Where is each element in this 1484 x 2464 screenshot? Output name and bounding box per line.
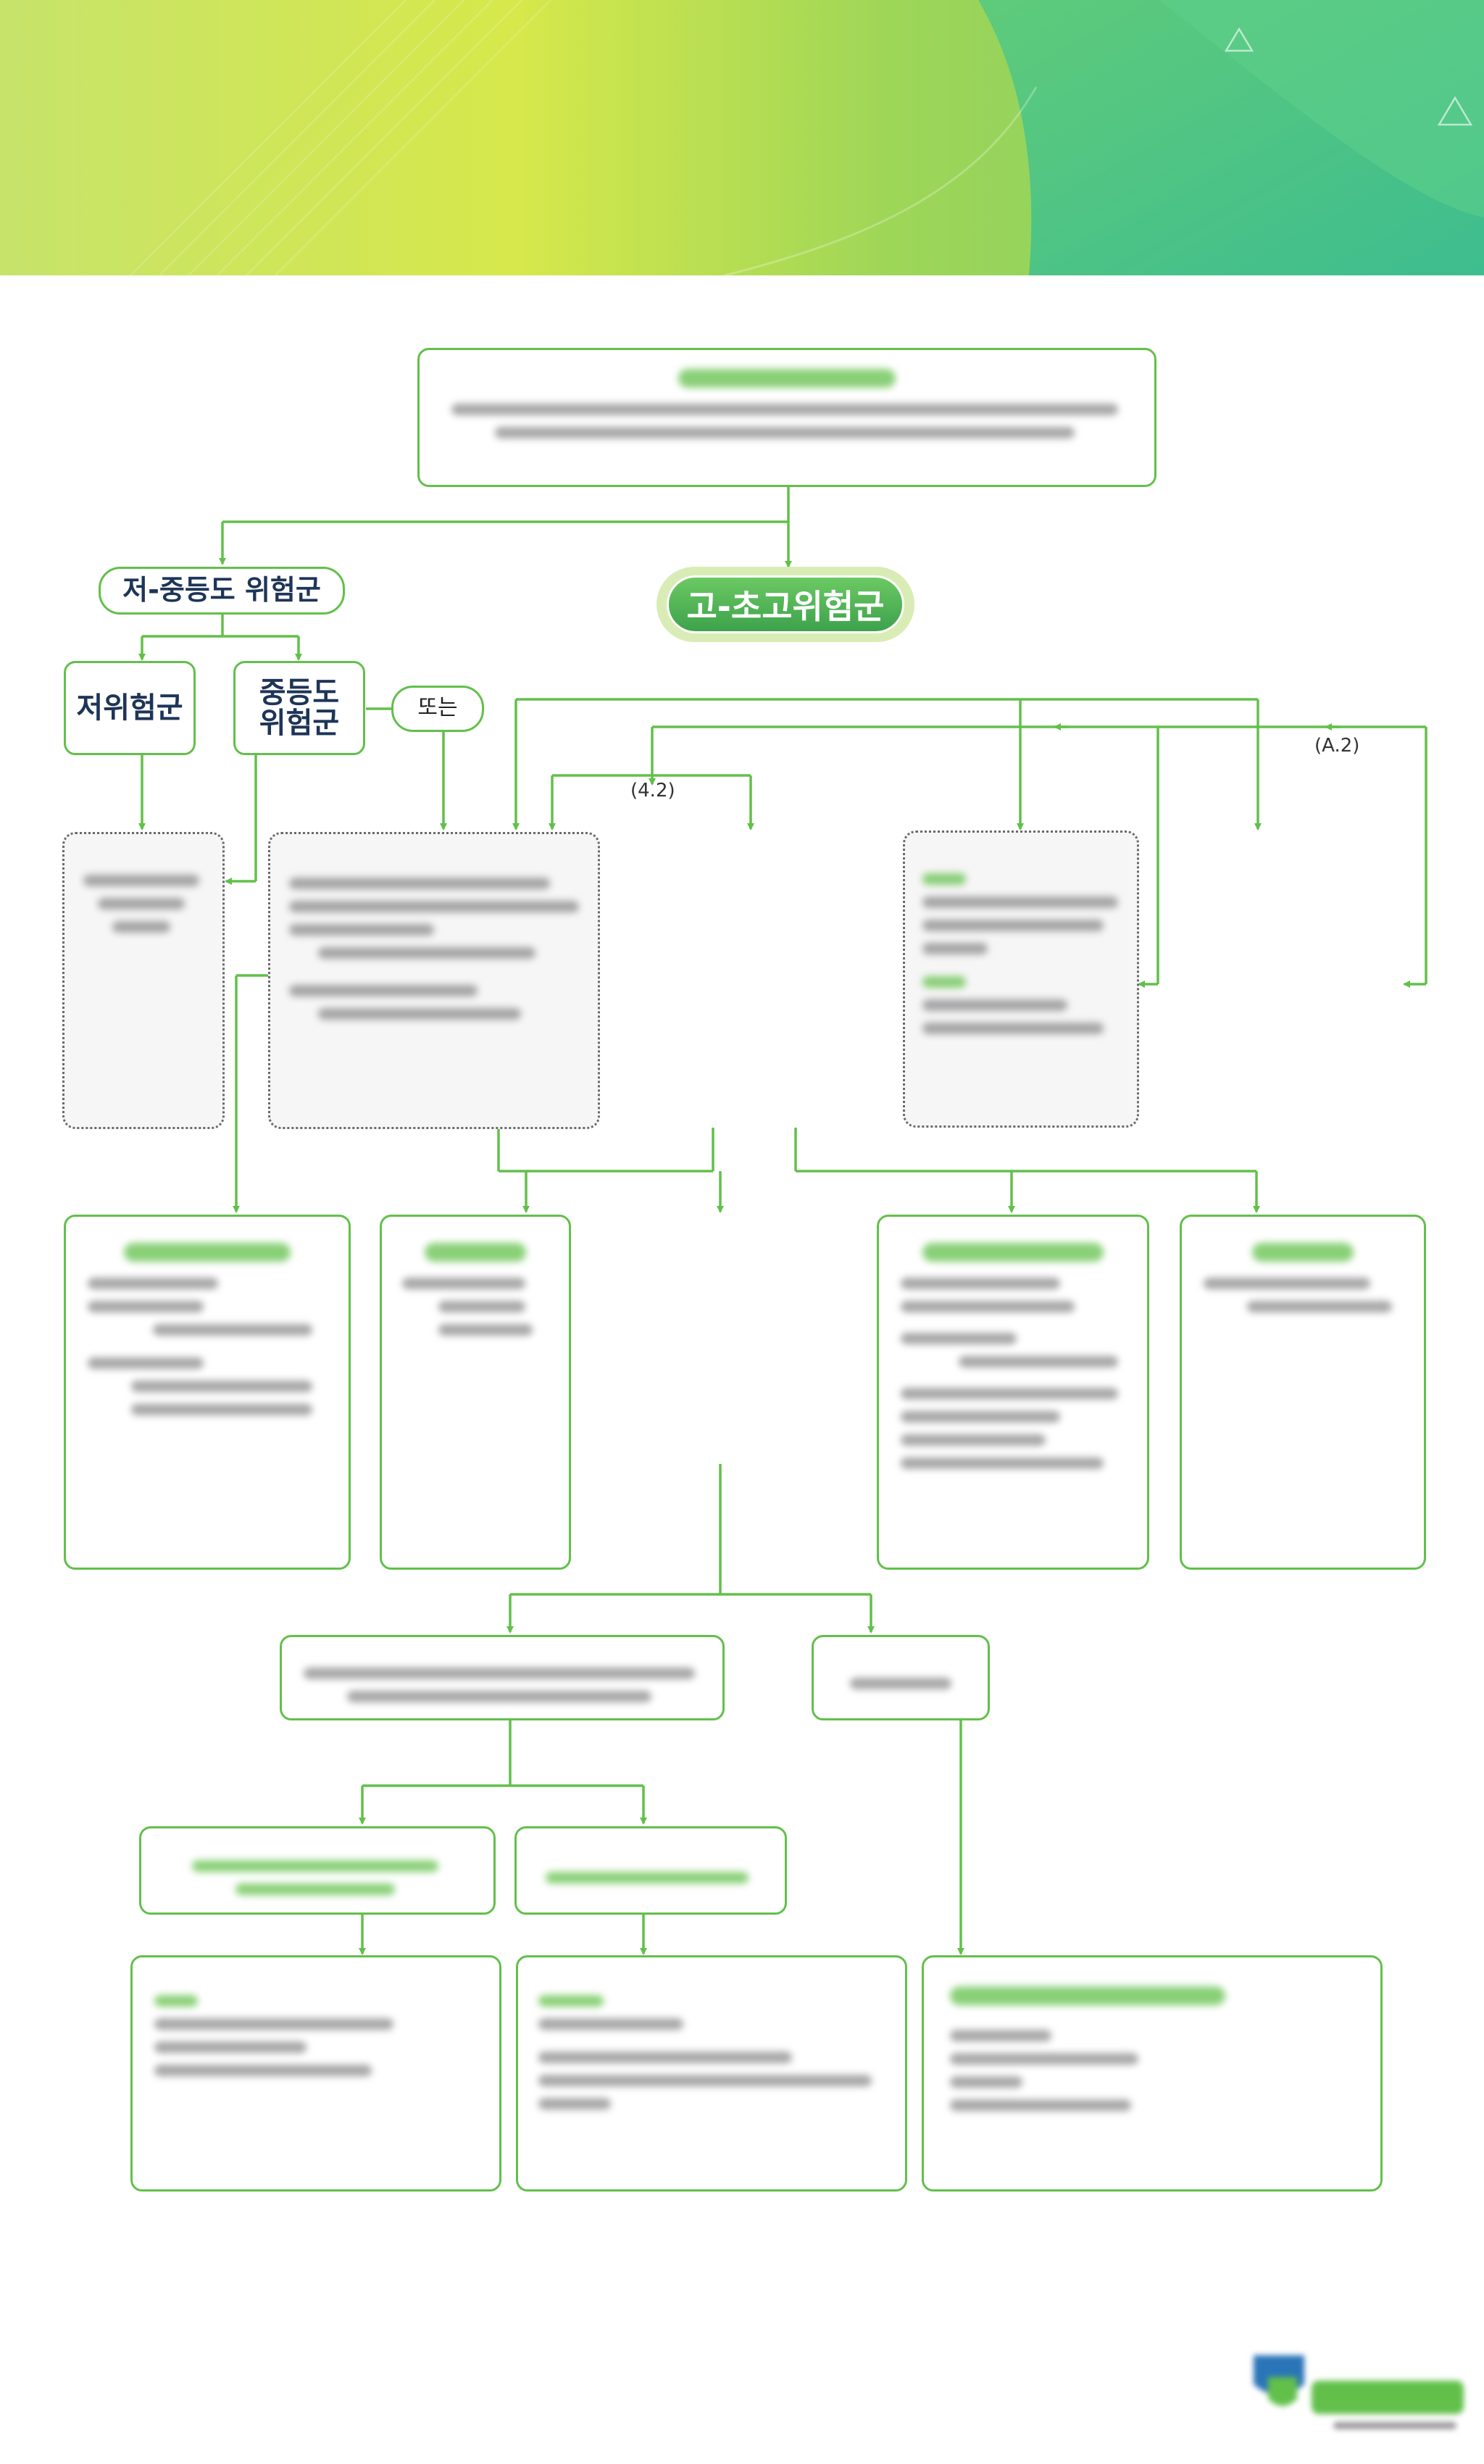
high-risk-detail-box [903,831,1139,1128]
bottom-box-2 [516,1955,907,2192]
mid-row-box-2 [380,1215,571,1570]
brand-logo [1254,2355,1464,2429]
top-criteria-box [417,348,1156,487]
low-risk-label: 저위험군 [64,661,196,755]
lower-box-4 [514,1826,787,1915]
high-risk-label: 고-초고위험군 [656,567,914,642]
mid-risk-line1: 중등도 [259,676,340,709]
mid-row-box-3 [877,1215,1149,1570]
low-mid-risk-label: 저-중등도 위험군 [99,567,345,615]
bottom-box-1 [130,1955,501,2192]
mid-risk-line2: 위험군 [259,707,340,740]
mid-row-box-1 [64,1215,351,1570]
header-banner [0,0,1484,275]
mid-risk-detail-box [268,832,600,1129]
reference-4-2: (4.2) [630,780,675,802]
lower-box-2 [812,1635,990,1720]
mid-row-box-4 [1180,1215,1426,1570]
reference-a2: (A.2) [1314,735,1360,757]
lower-box-1 [280,1635,725,1720]
lower-box-3 [139,1826,496,1915]
high-risk-text: 고-초고위험군 [686,587,885,626]
bottom-box-3 [922,1955,1383,2192]
or-label: 또는 [391,686,484,732]
low-risk-detail-box [62,832,225,1129]
mid-risk-label: 중등도 위험군 [233,661,365,755]
